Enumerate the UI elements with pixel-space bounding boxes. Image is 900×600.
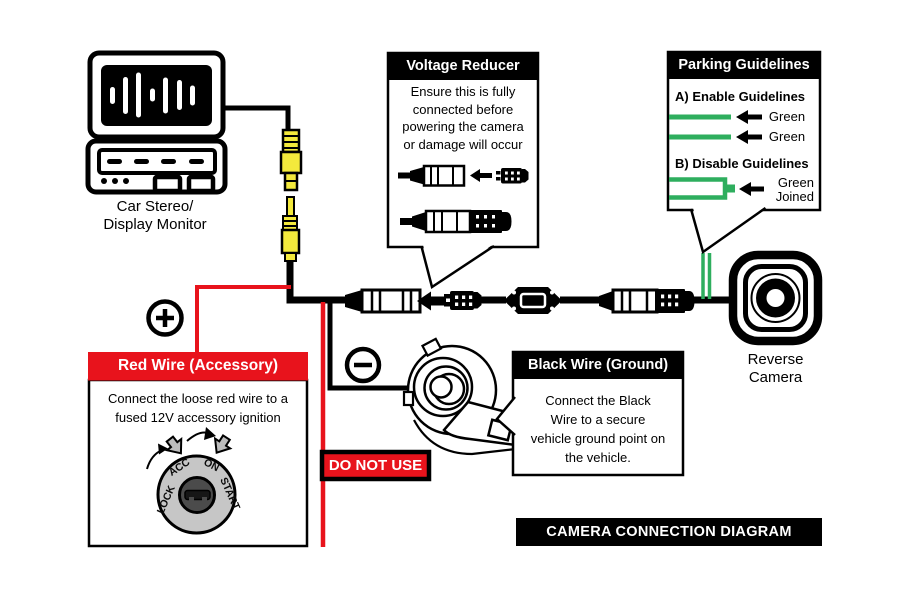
green-guideline-wires xyxy=(701,253,712,299)
car-stereo-label: Car Stereo/ Display Monitor xyxy=(85,198,225,233)
green-wire-label-1: Green xyxy=(768,108,806,124)
enable-guidelines-heading: A) Enable Guidelines xyxy=(675,88,806,104)
voltage-reducer-line-4: or damage will occur xyxy=(403,136,523,152)
do-not-use-label: DO NOT USE xyxy=(328,456,423,474)
black-wire-title: Black Wire (Ground) xyxy=(527,357,669,374)
green-joined-label: Green Joined xyxy=(752,176,814,203)
rca-connector-male-icon xyxy=(280,196,301,262)
red-wire-title: Red Wire (Accessory) xyxy=(117,357,279,375)
black-wire-line-4: the vehicle. xyxy=(565,450,631,465)
red-accessory-wire xyxy=(195,285,291,354)
diagram-title-bar xyxy=(516,518,822,546)
red-wire-text: Connect the loose red wire to a fused 12… xyxy=(92,390,304,427)
diagram-title: CAMERA CONNECTION DIAGRAM xyxy=(546,523,792,540)
reverse-camera-label-line-2: Camera xyxy=(748,368,803,386)
parking-guidelines-box xyxy=(666,50,822,255)
car-stereo-label-line-2: Display Monitor xyxy=(103,215,207,233)
voltage-reducer-title: Voltage Reducer xyxy=(406,58,520,75)
rca-connector-female-icon xyxy=(279,128,303,192)
reverse-camera-icon xyxy=(728,250,823,346)
red-wire-line-2: fused 12V accessory ignition xyxy=(115,409,281,425)
voltage-reducer-box xyxy=(386,51,540,290)
ignition-switch-illustration: LOCK ACC ON START xyxy=(146,427,242,535)
voltage-reducer-line-2: connected before xyxy=(412,101,514,117)
black-wire-line-1: Connect the Black xyxy=(545,393,651,408)
joined-connector-pair xyxy=(599,288,695,314)
car-stereo-icon xyxy=(85,50,291,195)
do-not-use-tag xyxy=(319,449,432,482)
black-wire-line-3: vehicle ground point on xyxy=(530,431,666,446)
black-ground-wire xyxy=(327,302,418,391)
voltage-reducer-text: Ensure this is fully connected before po… xyxy=(392,83,534,153)
red-wire-line-1: Connect the loose red wire to a xyxy=(108,391,288,406)
positive-terminal-icon xyxy=(146,299,184,337)
negative-terminal-icon xyxy=(344,346,382,384)
reverse-camera-label-line-1: Reverse xyxy=(747,351,804,368)
female-power-connector xyxy=(345,288,422,314)
connect-arrow-left-icon xyxy=(417,291,446,311)
parking-guidelines-title: Parking Guidelines xyxy=(678,57,810,74)
green-wire-label-2: Green xyxy=(768,128,806,144)
disable-guidelines-heading: B) Disable Guidelines xyxy=(675,155,809,171)
voltage-reducer-line-3: powering the camera xyxy=(402,119,524,134)
green-joined-line-2: Joined xyxy=(775,188,814,204)
voltage-reducer-module-icon xyxy=(504,287,562,314)
black-wire-box xyxy=(495,350,685,477)
black-wire-text: Connect the Black Wire to a secure vehic… xyxy=(517,391,679,467)
male-power-connector xyxy=(444,291,482,310)
voltage-reducer-line-1: Ensure this is fully xyxy=(410,84,516,99)
reverse-camera-label: Reverse Camera xyxy=(725,351,826,386)
black-wire-line-2: Wire to a secure xyxy=(550,412,646,427)
car-stereo-label-line-1: Car Stereo/ xyxy=(116,198,194,215)
green-joined-line-1: Green xyxy=(777,175,814,190)
